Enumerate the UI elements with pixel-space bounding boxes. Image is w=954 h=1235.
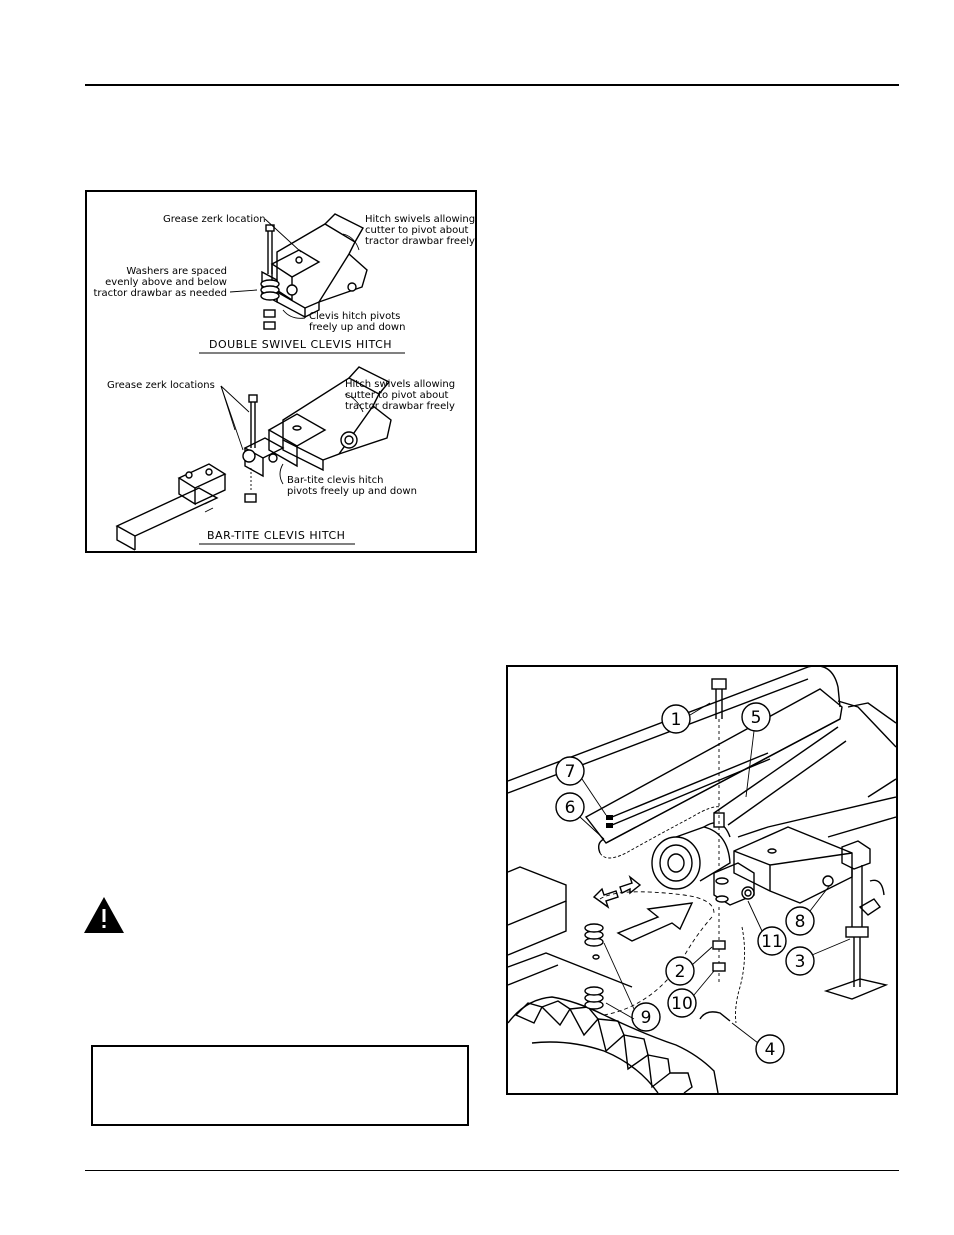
warning-triangle-icon (84, 897, 124, 933)
washer-stacks (584, 923, 604, 1010)
callout-10-circle (667, 988, 697, 1018)
hitch-assembly-figure: 1 2 3 4 5 6 7 8 9 10 11 (506, 665, 898, 1095)
hydraulic-hoses-drawing (606, 752, 771, 828)
double-arrow-icon (592, 887, 619, 909)
bar-tite-hitch-drawing (115, 366, 392, 551)
cutter-frame-drawing (508, 667, 896, 906)
callout-11: 11 (761, 932, 783, 952)
callout-7-circle (555, 756, 585, 786)
parking-jack-drawing (823, 840, 889, 1000)
callout-4: 4 (765, 1040, 776, 1060)
callout-6-circle (555, 792, 585, 822)
note-box (91, 1045, 469, 1126)
callout-3: 3 (795, 952, 806, 972)
callout-9-circle (631, 1002, 661, 1032)
bar-tite-swivel-note-line-2: cutter to pivot about (345, 390, 449, 401)
swivel-note-line-1: Hitch swivels allowing (365, 214, 475, 225)
clevis-pivot-note-line-2: freely up and down (309, 322, 405, 333)
washers-note-line-3: tractor drawbar as needed (93, 288, 227, 299)
hitch-illustration: Grease zerk location Hitch swivels allow… (93, 213, 475, 551)
callout-10: 10 (671, 994, 693, 1014)
safety-chain-4 (735, 926, 745, 1024)
washers-note-line-2: evenly above and below (105, 277, 227, 288)
callout-9: 9 (641, 1008, 652, 1028)
callout-6: 6 (565, 798, 576, 818)
clevis-pivot-note-line-1: Clevis hitch pivots (309, 311, 400, 322)
callout-5-circle (741, 702, 771, 732)
callout-7: 7 (565, 762, 576, 782)
callout-4-circle (755, 1034, 785, 1064)
hitch-assembly-illustration: 1 2 3 4 5 6 7 8 9 10 11 (508, 667, 896, 1093)
tractor-drawbar-drawing (508, 866, 719, 1093)
hitch-illustration-figure: Grease zerk location Hitch swivels allow… (85, 190, 477, 553)
callout-11-circle (757, 926, 787, 956)
washers-note-line-1: Washers are spaced (126, 266, 227, 277)
callout-1-circle (661, 704, 691, 734)
callout-2: 2 (675, 962, 686, 982)
bar-tite-pivot-note-line-2: pivots freely up and down (287, 486, 417, 497)
footer-rule (85, 1170, 899, 1171)
double-swivel-caption: DOUBLE SWIVEL CLEVIS HITCH (209, 338, 392, 351)
grease-zerk-location-label: Grease zerk location (163, 214, 266, 225)
hitch-bolt (711, 678, 727, 983)
pto-driveline-drawing (651, 726, 847, 890)
callout-3-circle (785, 946, 815, 976)
callout-2-circle (665, 956, 695, 986)
bar-tite-swivel-note-line-1: Hitch swivels allowing (345, 379, 455, 390)
callouts (555, 702, 851, 1064)
swivel-note-line-2: cutter to pivot about (365, 225, 469, 236)
double-swivel-hitch-drawing (229, 213, 368, 330)
callout-5: 5 (751, 708, 762, 728)
direction-arrow-icon (616, 902, 694, 942)
callout-1: 1 (671, 710, 682, 730)
hitch-nut-10 (712, 962, 726, 972)
callout-8: 8 (795, 912, 806, 932)
callout-8-circle (785, 906, 815, 936)
bar-tite-swivel-note-line-3: tractor drawbar freely (345, 401, 455, 412)
swivel-note-line-3: tractor drawbar freely (365, 236, 475, 247)
bar-tite-caption: BAR-TITE CLEVIS HITCH (207, 529, 345, 542)
bar-tite-pivot-note-line-1: Bar-tite clevis hitch (287, 475, 383, 486)
hitch-nut-2 (712, 940, 726, 950)
header-rule (85, 84, 899, 86)
safety-chain-6 (599, 806, 721, 859)
grease-zerk-locations-label: Grease zerk locations (107, 380, 215, 391)
